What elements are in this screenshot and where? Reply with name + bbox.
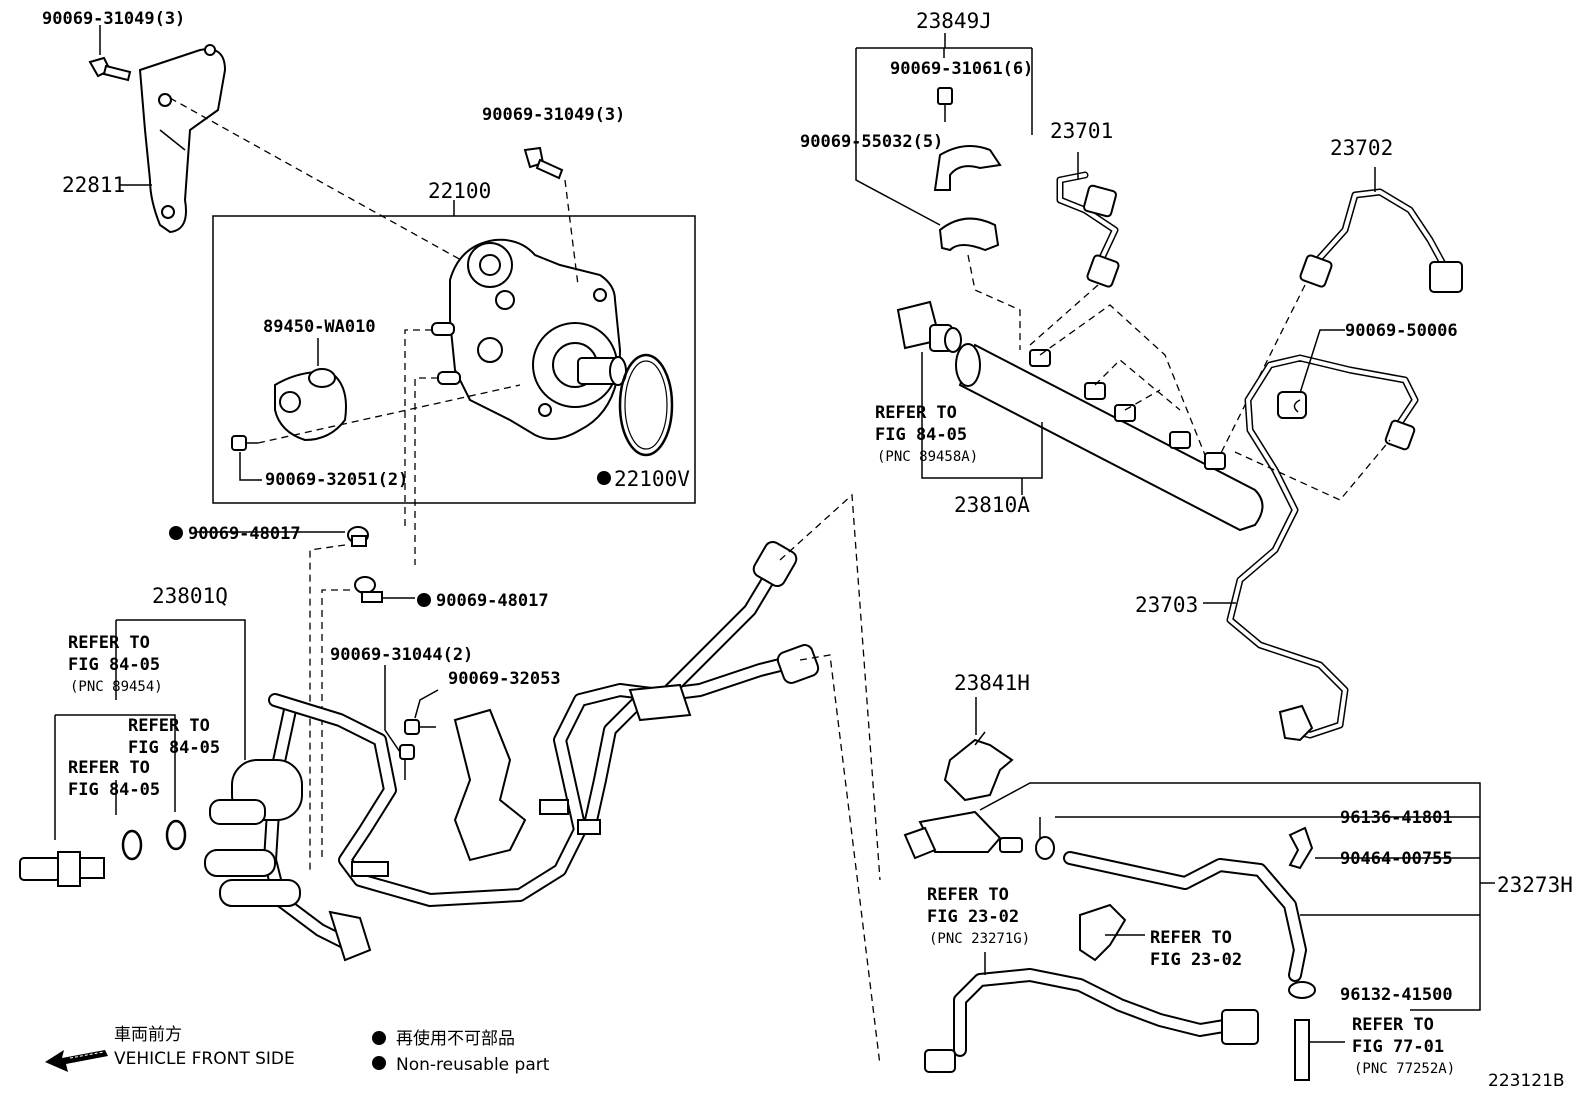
label-refer-a-1: REFER TO bbox=[68, 633, 150, 653]
label-rail: 23810A bbox=[954, 493, 1030, 517]
tube-assembly-23801q bbox=[204, 540, 820, 962]
front-arrow-icon bbox=[45, 1050, 108, 1072]
clip-48017-b bbox=[354, 576, 383, 603]
label-bracket-2: 23841H bbox=[954, 671, 1030, 695]
label-tube-set: 23801Q bbox=[152, 584, 228, 608]
label-refer-d-3: (PNC 89458A) bbox=[877, 449, 978, 465]
label-screw-valve: 90069-32051(2) bbox=[265, 470, 408, 490]
label-valve: 89450-WA010 bbox=[263, 317, 376, 337]
label-clip-b: 90069-48017 bbox=[436, 591, 549, 611]
oring-22100v bbox=[618, 353, 674, 457]
label-refer-f-1: REFER TO bbox=[1150, 928, 1232, 948]
label-refer-f-2: FIG 23-02 bbox=[1150, 950, 1242, 970]
label-refer-e-3: (PNC 23271G) bbox=[929, 931, 1030, 947]
label-hose-clip-1: 96136-41801 bbox=[1340, 808, 1453, 828]
clip-48017-a bbox=[347, 526, 369, 547]
clamp-cushion bbox=[938, 217, 1000, 252]
oring-left-2 bbox=[165, 819, 187, 851]
label-refer-c-1: REFER TO bbox=[68, 758, 150, 778]
label-pipe-2: 23702 bbox=[1330, 136, 1393, 160]
label-bracket: 22811 bbox=[62, 173, 125, 197]
label-refer-c-2: FIG 84-05 bbox=[68, 780, 160, 800]
hose-clip-41801 bbox=[1035, 836, 1055, 860]
hose-main bbox=[1063, 851, 1307, 982]
nonreuse-dot-clip-a bbox=[169, 526, 183, 540]
legend-front-jp: 車両前方 bbox=[114, 1025, 182, 1045]
hose-stub bbox=[1294, 1019, 1310, 1081]
legend-nonreuse-dot-1 bbox=[372, 1031, 386, 1045]
oring-left-1 bbox=[121, 829, 143, 861]
pipe-23701 bbox=[1056, 171, 1120, 288]
legend-nonreuse-dot-2 bbox=[372, 1056, 386, 1070]
label-cushion: 90069-50006 bbox=[1345, 321, 1458, 341]
label-bolt-pump: 90069-31049(3) bbox=[482, 105, 625, 125]
bolt-top-left bbox=[88, 56, 132, 82]
sensor-left bbox=[19, 851, 105, 887]
label-clamp-set: 23849J bbox=[916, 9, 992, 33]
pump-studs bbox=[431, 322, 461, 385]
label-refer-d-2: FIG 84-05 bbox=[875, 425, 967, 445]
legend-nonreuse-jp: 再使用不可部品 bbox=[396, 1028, 515, 1049]
legend-front-en: VEHICLE FRONT SIDE bbox=[114, 1049, 295, 1069]
label-refer-e-1: REFER TO bbox=[927, 885, 1009, 905]
clamp-upper bbox=[933, 145, 1002, 191]
fuel-rail bbox=[955, 343, 1264, 532]
bolt-pump bbox=[523, 146, 564, 180]
label-hose-set: 23273H bbox=[1497, 873, 1573, 897]
label-pump-assy: 22100 bbox=[428, 179, 491, 203]
hose-clip-41500 bbox=[1288, 981, 1316, 999]
label-refer-g-1: REFER TO bbox=[1352, 1015, 1434, 1035]
label-screw-mid: 90069-32053 bbox=[448, 669, 561, 689]
clamp-lower bbox=[1079, 903, 1127, 962]
label-clamp-cushion: 90069-55032(5) bbox=[800, 132, 943, 152]
pressure-sensor bbox=[896, 300, 962, 353]
screw-mid bbox=[404, 719, 436, 735]
hose-lower bbox=[924, 968, 1259, 1073]
label-refer-a-3: (PNC 89454) bbox=[70, 679, 163, 695]
bracket-23841h bbox=[943, 731, 1014, 802]
label-refer-b-2: FIG 84-05 bbox=[128, 738, 220, 758]
hose-connector bbox=[903, 810, 1023, 860]
cushion-50006 bbox=[1277, 391, 1307, 419]
label-bolt-clamp: 90069-31061(6) bbox=[890, 59, 1033, 79]
label-clip-a: 90069-48017 bbox=[188, 524, 301, 544]
pipe-23703 bbox=[1226, 354, 1419, 742]
label-hose-clip-2: 90464-00755 bbox=[1340, 849, 1453, 869]
screw-valve bbox=[231, 435, 258, 451]
clamp-bolt bbox=[937, 87, 953, 122]
bracket-mid bbox=[453, 708, 527, 862]
nonreuse-dot-clip-b bbox=[417, 593, 431, 607]
label-hose-clip-3: 96132-41500 bbox=[1340, 985, 1453, 1005]
bolt-mid bbox=[399, 744, 415, 780]
label-refer-g-2: FIG 77-01 bbox=[1352, 1037, 1444, 1057]
label-oring-pump: 22100V bbox=[614, 467, 690, 491]
label-refer-g-3: (PNC 77252A) bbox=[1354, 1061, 1455, 1077]
fuel-pump bbox=[449, 238, 627, 440]
label-pipe-1: 23701 bbox=[1050, 119, 1113, 143]
label-refer-d-1: REFER TO bbox=[875, 403, 957, 423]
label-bolt-mid: 90069-31044(2) bbox=[330, 645, 473, 665]
legend-nonreuse-en: Non-reusable part bbox=[396, 1055, 550, 1075]
suction-valve bbox=[274, 368, 347, 442]
label-refer-e-2: FIG 23-02 bbox=[927, 907, 1019, 927]
pipe-23702 bbox=[1299, 188, 1463, 293]
figure-id: 223121B bbox=[1488, 1071, 1565, 1091]
label-refer-a-2: FIG 84-05 bbox=[68, 655, 160, 675]
label-refer-b-1: REFER TO bbox=[128, 716, 210, 736]
hose-clip-00755 bbox=[1288, 826, 1314, 870]
nonreuse-dot-oring bbox=[597, 471, 611, 485]
bracket-22811 bbox=[138, 44, 227, 234]
label-bolt-top-left: 90069-31049(3) bbox=[42, 9, 185, 29]
label-pipe-3: 23703 bbox=[1135, 593, 1198, 617]
